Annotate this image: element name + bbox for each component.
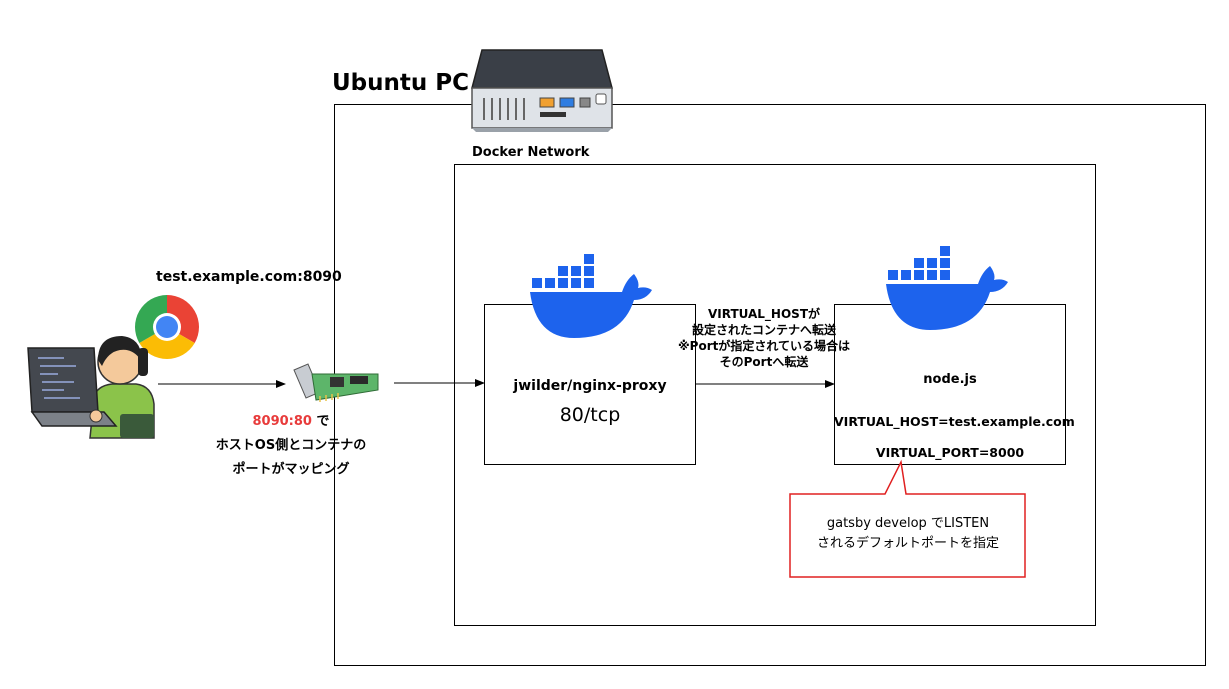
docker-network-box bbox=[454, 164, 1096, 626]
port-mapping-ports: 8090:80 bbox=[252, 414, 312, 429]
callout-text: gatsby develop でLISTEN されるデフォルトポートを指定 bbox=[790, 514, 1026, 554]
chrome-icon bbox=[135, 295, 199, 359]
network-card-icon bbox=[293, 363, 379, 402]
callout-line1: gatsby develop でLISTEN bbox=[826, 516, 990, 531]
forward-note-line2: 設定されたコンテナへ転送 bbox=[691, 323, 836, 337]
app-virtual-host: VIRTUAL_HOST=test.example.com bbox=[834, 414, 1075, 429]
port-mapping-text: 8090:80 で ホストOS側とコンテナの ポートがマッピング bbox=[196, 410, 386, 482]
app-virtual-port: VIRTUAL_PORT=8000 bbox=[875, 445, 1025, 460]
mini-pc-icon bbox=[471, 49, 613, 132]
ubuntu-pc-title: Ubuntu PC bbox=[332, 70, 470, 96]
client-url: test.example.com:8090 bbox=[156, 269, 342, 285]
port-mapping-line3: ポートがマッピング bbox=[232, 462, 350, 477]
proxy-port: 80/tcp bbox=[559, 404, 621, 426]
forward-note-line1: VIRTUAL_HOSTが bbox=[707, 307, 821, 321]
docker-network-title: Docker Network bbox=[472, 145, 590, 160]
forward-note-line4: そのPortへ転送 bbox=[719, 355, 809, 369]
app-name: node.js bbox=[923, 372, 977, 387]
forward-note: VIRTUAL_HOSTが 設定されたコンテナへ転送 ※Portが指定されている… bbox=[664, 306, 864, 370]
developer-laptop-icon bbox=[27, 336, 155, 439]
forward-note-line3: ※Portが指定されている場合は bbox=[677, 339, 850, 353]
proxy-name: jwilder/nginx-proxy bbox=[513, 378, 667, 394]
port-mapping-line2: ホストOS側とコンテナの bbox=[215, 438, 367, 453]
callout-line2: されるデフォルトポートを指定 bbox=[816, 536, 999, 551]
docker-whale-icon bbox=[886, 246, 1008, 330]
docker-whale-icon bbox=[530, 254, 652, 338]
port-mapping-suffix: で bbox=[311, 414, 330, 429]
